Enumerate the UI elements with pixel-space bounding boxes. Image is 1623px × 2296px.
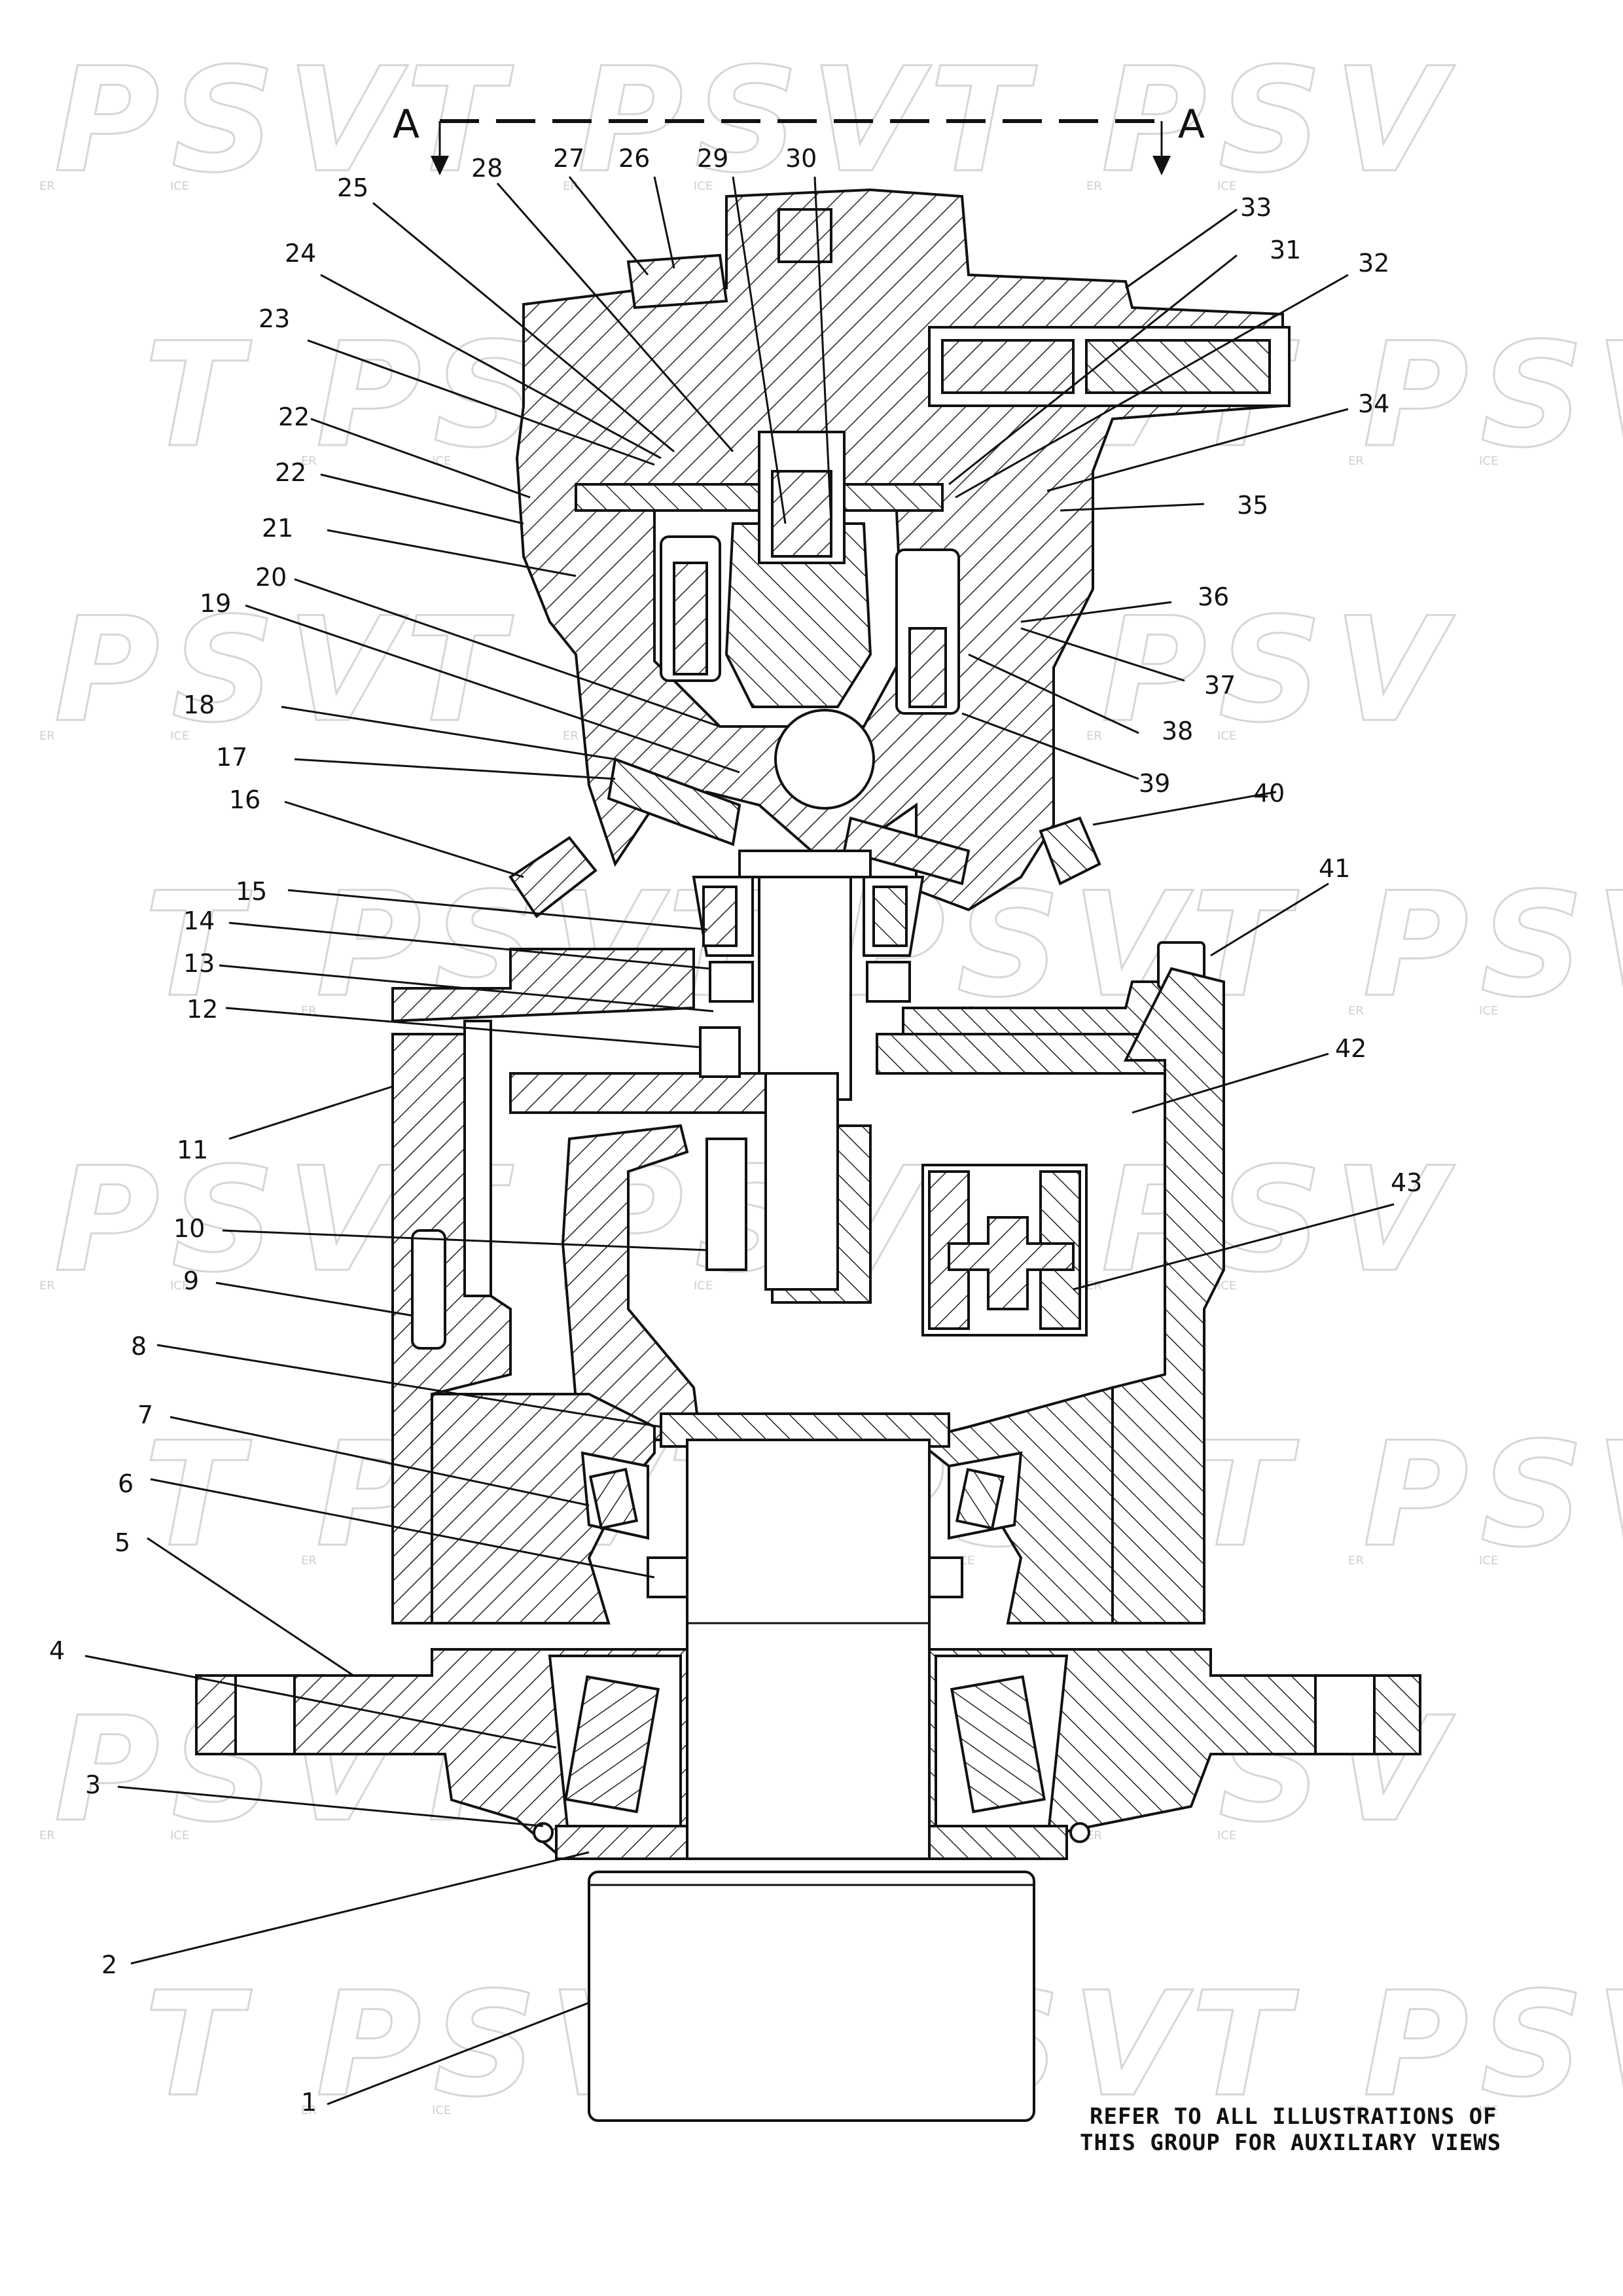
callout-20: 20 <box>255 563 287 592</box>
watermark-sub: ER <box>1086 179 1102 193</box>
watermark-sub: ER <box>39 1829 55 1842</box>
note-line-2: THIS GROUP FOR AUXILIARY VIEWS <box>1080 2130 1501 2156</box>
callout-labels: 1 2 3 4 5 6 7 8 9 10 11 12 13 14 15 16 1… <box>49 144 1422 2117</box>
watermark-mark: T PSV <box>0 586 410 754</box>
callout-26: 26 <box>618 144 650 173</box>
callout-15: 15 <box>236 877 267 906</box>
watermark-sub: ER <box>301 2104 317 2117</box>
callout-17: 17 <box>216 743 247 772</box>
callout-33: 33 <box>1240 193 1272 222</box>
callout-42: 42 <box>1335 1034 1366 1063</box>
callout-1: 1 <box>301 2088 317 2117</box>
callout-21: 21 <box>262 514 293 543</box>
callout-43: 43 <box>1391 1168 1422 1197</box>
callout-39: 39 <box>1139 769 1170 798</box>
callout-22b: 22 <box>278 403 310 431</box>
watermark-sub: ICE <box>170 1279 189 1293</box>
watermark-sub: ICE <box>170 729 189 743</box>
callout-11: 11 <box>177 1136 208 1164</box>
watermark-sub: ICE <box>1217 1829 1236 1842</box>
callout-9: 9 <box>183 1266 199 1295</box>
watermark-mark: T PSV <box>1191 1961 1623 2128</box>
watermark-sub: ICE <box>1479 1554 1498 1568</box>
watermark-sub: ER <box>1348 1554 1364 1568</box>
callout-5: 5 <box>115 1528 130 1557</box>
watermark-sub: ICE <box>1479 454 1498 468</box>
watermark-sub: ER <box>301 454 317 468</box>
callout-31: 31 <box>1270 236 1301 264</box>
callout-10: 10 <box>173 1214 205 1243</box>
watermark-sub: ER <box>1348 454 1364 468</box>
note-line-1: REFER TO ALL ILLUSTRATIONS OF <box>1090 2104 1497 2130</box>
drive-assembly-section <box>195 188 1421 2122</box>
callout-4: 4 <box>49 1636 65 1665</box>
callout-14: 14 <box>183 906 215 935</box>
watermark-sub: ER <box>39 179 55 193</box>
leader-lines <box>84 176 1395 2106</box>
watermark-sub: ICE <box>1217 179 1236 193</box>
watermark-sub: ICE <box>694 1279 713 1293</box>
callout-13: 13 <box>183 949 215 978</box>
callout-12: 12 <box>187 995 218 1024</box>
watermark-sub: ER <box>1348 2104 1364 2117</box>
callout-6: 6 <box>118 1469 134 1498</box>
watermark-sub: ER <box>1348 1004 1364 1018</box>
callout-28: 28 <box>471 154 503 183</box>
watermark-mark: T PSV <box>1191 1411 1623 1579</box>
callout-38: 38 <box>1162 717 1193 745</box>
watermark-sub: ER <box>563 729 579 743</box>
callout-18: 18 <box>183 691 215 719</box>
callout-3: 3 <box>85 1770 101 1799</box>
callout-16: 16 <box>229 785 260 814</box>
callout-34: 34 <box>1358 389 1389 418</box>
callout-32: 32 <box>1358 249 1389 278</box>
callout-7: 7 <box>137 1401 153 1429</box>
watermark-sub: ER <box>301 1554 317 1568</box>
watermark-mark: T PSV <box>144 1961 672 2128</box>
section-mark-right: A <box>1178 101 1205 147</box>
callout-37: 37 <box>1204 671 1236 700</box>
callout-36: 36 <box>1198 583 1229 611</box>
callout-22a: 22 <box>275 458 306 487</box>
section-line: A A <box>393 101 1205 175</box>
watermark-sub: ER <box>1086 729 1102 743</box>
watermark-sub: ICE <box>432 2104 451 2117</box>
watermark-mark: T PSV <box>0 1136 410 1304</box>
watermark-sub: ER <box>39 1279 55 1293</box>
callout-2: 2 <box>101 1950 117 1979</box>
callout-35: 35 <box>1237 491 1268 520</box>
watermark-sub: ICE <box>1479 2104 1498 2117</box>
callout-27: 27 <box>553 144 584 173</box>
section-mark-left: A <box>393 101 419 147</box>
watermark-sub: ICE <box>170 179 189 193</box>
watermark-sub: ICE <box>1217 729 1236 743</box>
watermark-mark: T PSV <box>0 37 410 204</box>
watermark-mark: T PSV <box>1191 861 1623 1029</box>
callout-23: 23 <box>259 304 290 333</box>
callout-40: 40 <box>1253 779 1285 808</box>
callout-19: 19 <box>200 589 231 618</box>
watermark-sub: ICE <box>1479 1004 1498 1018</box>
watermark-sub: ICE <box>694 179 713 193</box>
watermark-sub: ER <box>39 729 55 743</box>
callout-29: 29 <box>697 144 728 173</box>
callout-30: 30 <box>785 144 817 173</box>
callout-25: 25 <box>337 173 368 202</box>
watermark-sub: ICE <box>170 1829 189 1842</box>
callout-24: 24 <box>285 239 316 268</box>
callout-41: 41 <box>1319 854 1350 883</box>
watermark-sub: ICE <box>1217 1279 1236 1293</box>
auxiliary-views-note: REFER TO ALL ILLUSTRATIONS OF THIS GROUP… <box>1080 2104 1501 2156</box>
callout-8: 8 <box>131 1332 147 1361</box>
